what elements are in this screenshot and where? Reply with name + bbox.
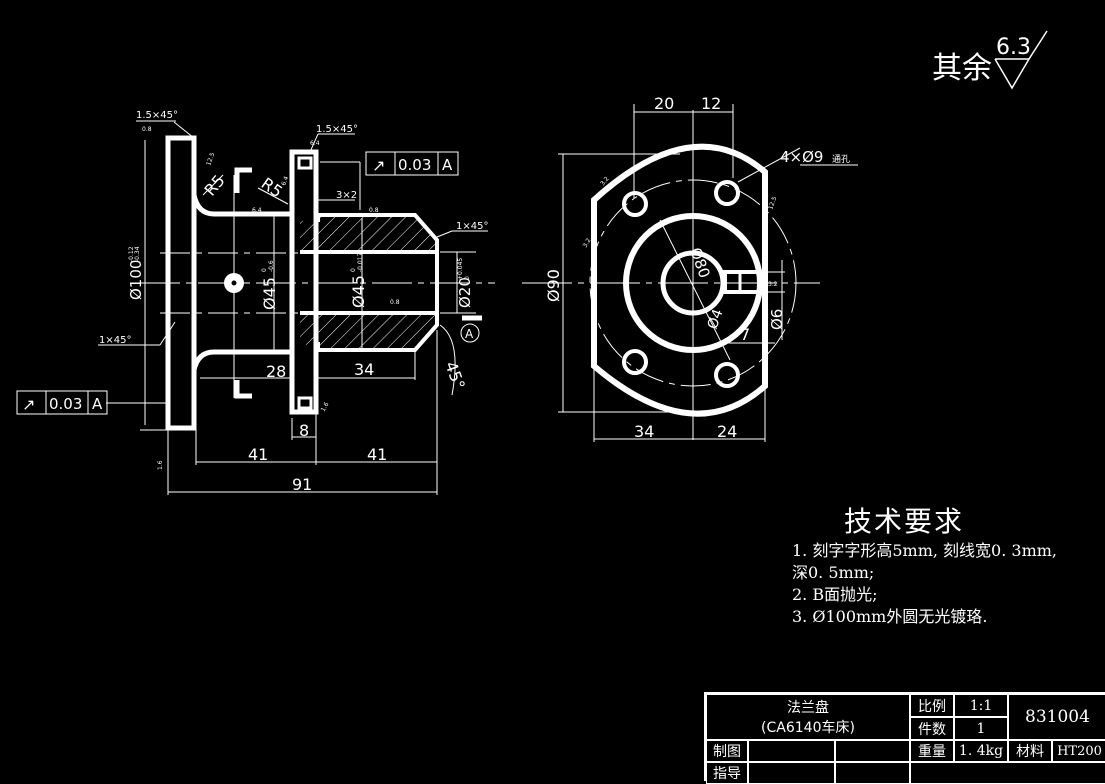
dia-label: Ø45 (349, 275, 368, 308)
svg-text:A: A (92, 395, 103, 413)
qty-value: 1 (954, 717, 1008, 740)
chamfer-label: 1×45° (99, 335, 131, 346)
roughness-mark: 6.4 (310, 140, 320, 147)
dim-label: 28 (266, 362, 286, 381)
roughness-mark: 3.2 (582, 237, 593, 249)
tech-title: 技术要求 (844, 505, 965, 538)
dim-label: 24 (717, 422, 737, 441)
dia-label: Ø6 (768, 309, 786, 330)
dim-label: 91 (292, 475, 312, 494)
dia-label: Ø100 (127, 260, 145, 300)
chamfer-label: 1.5×45° (136, 110, 178, 121)
scale-label: 比例 (910, 694, 954, 717)
svg-text:A: A (442, 156, 453, 174)
holes-label: 4×Ø9 (780, 148, 823, 166)
dim-label: 34 (634, 422, 654, 441)
qty-label: 件数 (910, 717, 954, 740)
dim-label: 20 (654, 94, 674, 113)
drawn-name (748, 740, 835, 762)
groove-label: 3×2 (336, 190, 357, 201)
finish-value: 6.3 (996, 35, 1031, 60)
runout-frame-top: ↗ 0.03 A (365, 151, 459, 176)
part-name-cell: 法兰盘 (CA6140车床) (706, 694, 910, 740)
roughness-mark: 3.2 (768, 281, 778, 288)
dia-label: Ø80 (686, 245, 713, 280)
runout-icon: ↗ (372, 156, 385, 175)
material-label: 材料 (1008, 740, 1052, 762)
dim-label: 41 (248, 445, 268, 464)
roughness-mark: 1.6 (157, 460, 164, 470)
drawn-label: 制图 (706, 740, 748, 762)
drawing-number: 831004 (1008, 694, 1105, 740)
svg-text:+0.045: +0.045 (457, 258, 464, 280)
chamfer-label: 1.5×45° (316, 124, 358, 135)
svg-text:0: 0 (350, 268, 357, 272)
tech-line: 1. 刻字字形高5mm, 刻线宽0. 3mm, (792, 541, 1058, 560)
dim-label: 41 (367, 445, 387, 464)
dim-label: 12 (701, 94, 721, 113)
technical-requirements: 技术要求 1. 刻字字形高5mm, 刻线宽0. 3mm, 深0. 5mm; 2.… (792, 500, 1057, 628)
drawn-date (835, 740, 910, 762)
side-view (98, 120, 495, 495)
runout-frame-left: ↗ 0.03 A (16, 390, 108, 415)
svg-text:-0.6: -0.6 (268, 260, 275, 272)
roughness-mark: 0.8 (369, 207, 379, 214)
dim-label: 34 (354, 360, 374, 379)
title-block: 法兰盘 (CA6140车床) 比例 1:1 件数 1 831004 制图 重量 … (704, 692, 1105, 784)
surface-finish-note: 其余 6.3 (932, 30, 1048, 90)
weight-value: 1. 4kg (954, 740, 1008, 762)
dia-label: Ø90 (544, 269, 563, 302)
svg-text:-0.12: -0.12 (128, 246, 135, 262)
machine-name: (CA6140车床) (761, 720, 855, 736)
roughness-mark: 0.8 (390, 299, 400, 306)
chamfer-label: 1×45° (456, 221, 488, 232)
svg-text:0.03: 0.03 (398, 156, 431, 174)
angle-label: 45° (441, 359, 469, 392)
tech-line: 2. B面抛光; (792, 585, 878, 604)
scale-value: 1:1 (954, 694, 1008, 717)
roughness-mark: 12.5 (205, 152, 216, 167)
finish-label: 其余 (932, 51, 992, 86)
roughness-mark: 12.5 (767, 196, 778, 211)
svg-text:-0.34: -0.34 (134, 246, 141, 262)
weight-label: 重量 (910, 740, 954, 762)
material-value: HT200 (1052, 740, 1105, 762)
datum-label: A (465, 327, 474, 341)
part-name: 法兰盘 (787, 700, 829, 716)
svg-text:0: 0 (464, 276, 471, 280)
radius-label: R5 (201, 171, 229, 200)
svg-text:0.03: 0.03 (49, 395, 82, 413)
dia-label: Ø4 (705, 307, 727, 331)
front-view (522, 104, 858, 442)
dia-label: Ø20 (456, 277, 474, 308)
roughness-symbol-icon (994, 58, 1031, 90)
roughness-mark: 6.4 (280, 175, 290, 187)
side-view-labels: 1.5×45° 1.5×45° 1×45° 1×45° 3×2 R5 R5 Ø1… (16, 110, 488, 494)
svg-text:-0.017: -0.017 (357, 252, 364, 272)
runout-icon: ↗ (22, 395, 35, 414)
svg-text:通孔: 通孔 (832, 154, 850, 165)
roughness-mark: 1.6 (320, 401, 331, 413)
dim-label: 8 (299, 421, 309, 440)
tech-line: 3. Ø100mm外圆无光镀珞. (792, 607, 988, 626)
roughness-mark: 0.8 (142, 126, 152, 133)
roughness-mark: 3.2 (599, 175, 611, 187)
dia-label: Ø45 (260, 277, 279, 310)
dim-label: 7 (740, 325, 750, 344)
tech-line: 深0. 5mm; (792, 563, 875, 582)
roughness-mark: 6.4 (252, 207, 262, 214)
svg-text:0: 0 (261, 268, 268, 272)
